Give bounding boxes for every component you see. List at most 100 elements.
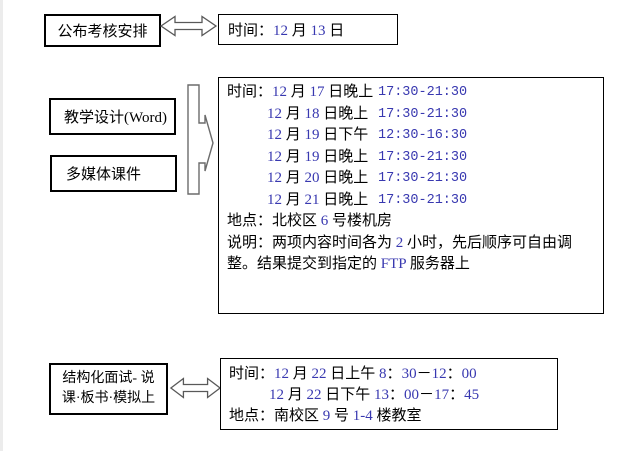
- text-segment: 时间：: [228, 23, 274, 39]
- schedule-date: 12 月 20 日晚上: [267, 168, 368, 190]
- schedule-time: 17:30-21:30: [378, 171, 468, 186]
- text-segment: 月: [284, 387, 307, 403]
- schedule-date: 12 月 19 日晚上: [267, 147, 368, 169]
- text-segment: 日下午: [321, 387, 375, 403]
- text-segment: 18: [304, 105, 320, 122]
- courseware-box: 多媒体课件: [50, 155, 177, 192]
- announce-time-text: 时间：12 月 13 日: [228, 19, 344, 40]
- text-segment: ：: [446, 366, 462, 382]
- text-segment: 1-4: [352, 408, 373, 424]
- schedule-time: 17:30-21:30: [378, 149, 468, 165]
- text-segment: 00: [404, 387, 420, 403]
- text-segment: 13: [374, 387, 390, 403]
- schedule-row: 12 月 19 日下午 12:30-16:30: [227, 125, 597, 147]
- interview-label-line2: 课·板书·模拟上: [61, 391, 156, 406]
- text-segment: 月: [282, 105, 305, 122]
- schedule-date: 12 月 18 日晚上: [267, 104, 368, 126]
- announce-assessment-box: 公布考核安排: [44, 14, 161, 47]
- text-segment: 45: [464, 387, 480, 403]
- text-segment: 22: [306, 387, 322, 403]
- text-segment: 22: [311, 366, 327, 382]
- text-segment: 12: [267, 148, 282, 165]
- schedule-row: 12 月 19 日晚上 17:30-21:30: [227, 147, 597, 169]
- text-segment: 时间：: [229, 366, 275, 382]
- text-segment: 00: [461, 366, 477, 382]
- schedule-date: 时间：12 月 17 日晚上: [227, 82, 373, 104]
- schedule-row: 12 月 20 日晚上 17:30-21:30: [227, 168, 597, 190]
- text-segment: －: [419, 387, 435, 403]
- text-segment: 日晚上: [319, 148, 369, 165]
- text-segment: 17: [434, 387, 450, 403]
- text-segment: 2: [395, 234, 404, 251]
- schedule-row: 12 月 18 日晚上 17:30-21:30: [227, 104, 597, 126]
- schedule-time: 17:30-21:30: [378, 192, 468, 208]
- text-segment: 12: [274, 366, 290, 382]
- text-segment: －: [416, 366, 432, 382]
- text-segment: 月: [282, 170, 305, 186]
- text-segment: 日晚上: [319, 170, 369, 186]
- text-segment: 日晚上: [319, 191, 369, 208]
- text-segment: 日下午: [319, 127, 369, 143]
- schedule-row: 12 月 21 日晚上 17:30-21:30: [227, 190, 597, 212]
- schedule-date: 12 月 21 日晚上: [267, 190, 368, 212]
- schedule-time: 17:30-21:30: [378, 106, 468, 122]
- text-segment: 月: [289, 366, 312, 382]
- text-segment: FTP: [380, 256, 407, 272]
- double-arrow-icon: [170, 377, 221, 399]
- interview-label-line1: 结构化面试- 说: [62, 370, 155, 386]
- text-segment: 月: [282, 191, 305, 208]
- text-segment: 21: [304, 191, 320, 208]
- text-segment: 日晚上: [324, 84, 374, 100]
- text-segment: 12: [267, 170, 282, 186]
- text-segment: 12: [267, 127, 282, 143]
- schedule-time: 12:30-16:30: [378, 128, 468, 143]
- text-segment: 号: [330, 408, 353, 424]
- teaching-design-box: 教学设计(Word): [49, 98, 176, 135]
- announce-time-box: 时间：12 月 13 日: [218, 14, 398, 45]
- text-segment: 20: [304, 170, 320, 186]
- text-segment: 13: [310, 23, 326, 39]
- text-segment: 19: [304, 127, 320, 143]
- announce-assessment-label: 公布考核安排: [57, 24, 148, 40]
- text-segment: ：: [449, 387, 465, 403]
- schedule-date: 12 月 19 日下午: [267, 125, 368, 147]
- text-segment: 17: [309, 84, 325, 100]
- page-edge: [0, 0, 3, 451]
- text-segment: 说明：两项内容时间各为: [227, 234, 396, 251]
- text-segment: ：: [389, 387, 405, 403]
- text-segment: 地点：北校区: [227, 213, 321, 229]
- text-segment: 12: [267, 191, 282, 208]
- location-line: 地点：北校区 6 号楼机房: [227, 211, 597, 233]
- text-segment: 月: [282, 127, 305, 143]
- text-segment: 地点：南校区: [229, 408, 323, 424]
- text-segment: 服务器上: [406, 256, 470, 272]
- text-segment: 6: [320, 213, 329, 229]
- courseware-label: 多媒体课件: [66, 167, 142, 183]
- interview-schedule-box: 时间：12 月 22 日上午 8：30－12：00 12 月 22 日下午 13…: [220, 358, 558, 430]
- schedule-row: 时间：12 月 17 日晚上 17:30-21:30: [227, 82, 597, 104]
- text-segment: 12: [269, 387, 284, 403]
- text-segment: 12: [431, 366, 447, 382]
- text-segment: 19: [304, 148, 320, 165]
- text-segment: 号楼机房: [328, 213, 393, 229]
- interview-time-line2: 12 月 22 日下午 13：00－17：45: [229, 385, 557, 406]
- text-segment: 月: [288, 23, 311, 39]
- text-segment: 日晚上: [319, 105, 369, 122]
- text-segment: 月: [282, 148, 305, 165]
- text-segment: 月: [287, 84, 310, 100]
- text-segment: 12: [273, 23, 289, 39]
- schedule-time: 17:30-21:30: [378, 85, 468, 100]
- text-segment: 9: [322, 408, 331, 424]
- assessment-detail-box: 时间：12 月 17 日晚上 17:30-21:30 12 月 18 日晚上 1…: [218, 77, 604, 314]
- block-right-arrow-icon: [186, 83, 216, 196]
- text-segment: 日上午: [326, 366, 380, 382]
- text-segment: 30: [401, 366, 417, 382]
- note-paragraph: 说明：两项内容时间各为 2 小时，先后顺序可自由调整。结果提交到指定的 FTP …: [227, 233, 597, 276]
- text-segment: ：: [386, 366, 402, 382]
- text-segment: 小时，先后顺序可自由调整。结果提交到指定的: [227, 234, 573, 273]
- text-segment: 楼教室: [372, 408, 422, 424]
- text-segment: 8: [379, 366, 387, 382]
- interview-time-line1: 时间：12 月 22 日上午 8：30－12：00: [229, 364, 557, 385]
- text-segment: 12: [272, 84, 288, 100]
